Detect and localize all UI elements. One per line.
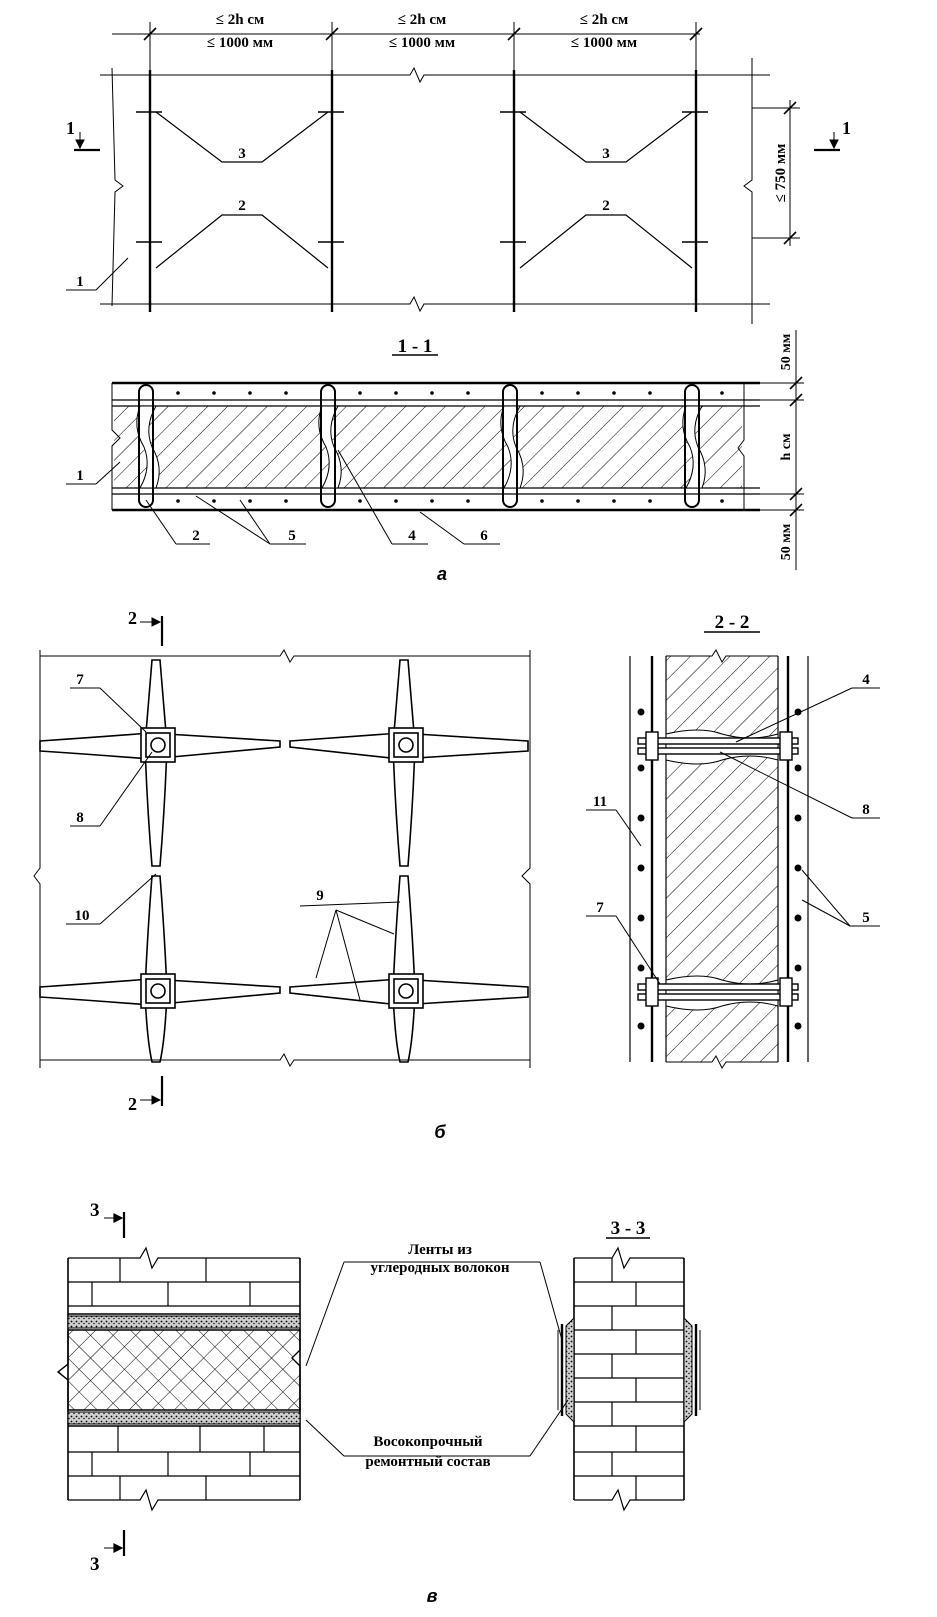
label-1-section: 1 [76, 468, 84, 484]
panel-c-wall [56, 1212, 301, 1556]
section-1-1-title: 1 - 1 [398, 336, 433, 357]
label-2-section: 2 [192, 528, 200, 544]
spacing-cm-2: ≤ 2h см [398, 12, 446, 28]
section-mark-3-top: 3 [90, 1200, 100, 1221]
label-1-top: 1 [76, 274, 84, 290]
label-5-section: 5 [288, 528, 296, 544]
section-3-3 [557, 1237, 701, 1512]
section-mark-right: 1 [842, 118, 851, 138]
label-7: 7 [76, 672, 84, 688]
panel-b-plan-texts: 2 2 7 8 10 9 б [75, 608, 447, 1142]
spacing-cm-3: ≤ 2h см [580, 12, 628, 28]
section-mark-2-bottom: 2 [128, 1094, 137, 1114]
section-2-2-texts: 2 - 2 4 8 11 7 5 [593, 612, 870, 926]
section-2-2-title: 2 - 2 [715, 612, 750, 633]
section-mark-3-bottom: 3 [90, 1554, 100, 1575]
tape-label-line-2: углеродных волокон [370, 1260, 509, 1276]
panel-c-callout [305, 1261, 569, 1457]
spacing-cm-1: ≤ 2h см [216, 12, 264, 28]
label-3-left: 3 [238, 146, 246, 162]
tape-label-line-1: Ленты из [408, 1242, 472, 1258]
mortar-label-line-2: ремонтный состав [365, 1454, 490, 1470]
label-8: 8 [76, 810, 84, 826]
label-2-left: 2 [238, 198, 246, 214]
label-2-right: 2 [602, 198, 610, 214]
spacing-mm-3: ≤ 1000 мм [571, 35, 637, 51]
label-7-section-2: 7 [596, 900, 604, 916]
label-3-right: 3 [602, 146, 610, 162]
label-6-section: 6 [480, 528, 488, 544]
label-11: 11 [593, 794, 607, 810]
section-3-3-title: 3 - 3 [611, 1218, 646, 1239]
dim-top-50: 50 мм [779, 333, 794, 370]
caption-c: в [427, 1586, 438, 1606]
label-10: 10 [75, 908, 90, 924]
panel-c-texts: 3 3 3 - 3 Ленты из углеродных волокон Во… [90, 1200, 645, 1606]
label-5-section-2: 5 [862, 910, 870, 926]
panel-a [66, 22, 840, 324]
spacing-mm-1: ≤ 1000 мм [207, 35, 273, 51]
label-8-section-2: 8 [862, 802, 870, 818]
section-1-1 [66, 330, 804, 570]
height-dimension: ≤ 750 мм [773, 144, 789, 203]
spacing-mm-2: ≤ 1000 мм [389, 35, 455, 51]
mortar-label-line-1: Восокопрочный [373, 1434, 483, 1450]
dim-h: h см [779, 433, 794, 461]
section-2-2 [586, 631, 880, 1069]
section-1-1-texts: 1 - 1 50 мм h см 50 мм 1 2 5 4 6 а [76, 333, 794, 584]
caption-b: б [434, 1122, 446, 1142]
dim-bottom-50: 50 мм [779, 523, 794, 560]
label-4-section: 4 [408, 528, 416, 544]
panel-b-plan [33, 616, 531, 1106]
label-4-section-2: 4 [862, 672, 870, 688]
section-mark-left: 1 [66, 118, 75, 138]
panel-a-texts: ≤ 2h см ≤ 1000 мм ≤ 2h см ≤ 1000 мм ≤ 2h… [66, 12, 851, 290]
label-9: 9 [316, 888, 324, 904]
section-mark-2-top: 2 [128, 608, 137, 628]
caption-a: а [437, 564, 447, 584]
